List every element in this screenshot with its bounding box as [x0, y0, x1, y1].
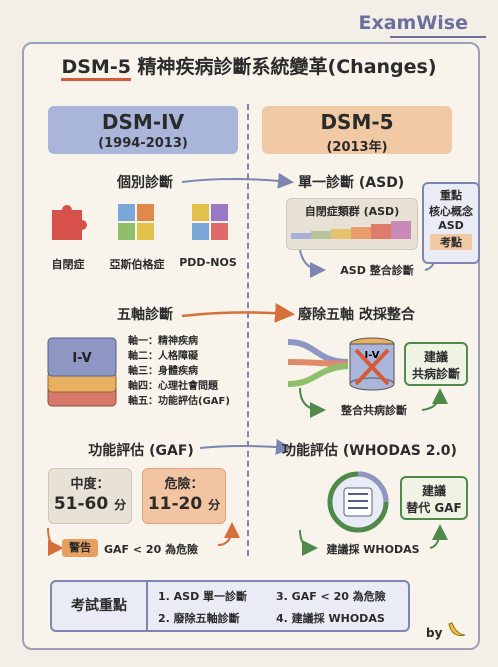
dsm4-years: (1994-2013): [98, 136, 188, 151]
checklist-gauge-icon: [327, 471, 389, 533]
danger-value: 11-20 分: [143, 494, 225, 514]
key-note-3: ASD: [438, 219, 464, 232]
exam-point-4: 4. 建議採 WHODAS: [276, 612, 385, 625]
puzzle-pddnos-icon: [192, 204, 228, 240]
asd-spectrum-box: 自閉症類群 (ASD): [286, 198, 418, 250]
arrow-row2: [181, 302, 295, 323]
db-label: I-V: [365, 350, 380, 361]
axis-list: 軸一：精神疾病 軸二：人格障礙 軸三：身體疾病 軸四：心理社會問題 軸五：功能評…: [128, 334, 230, 409]
item-asperger: 亞斯伯格症: [109, 258, 165, 271]
dsm5-name: DSM-5: [320, 110, 394, 134]
exam-title: 考試重點: [52, 582, 148, 630]
arrow-gaf-right: [217, 522, 240, 546]
single-diagnosis-label: 單一診斷 (ASD): [298, 175, 405, 191]
axis-5: 軸五：功能評估(GAF): [128, 396, 230, 407]
moderate-value: 51-60 分: [49, 494, 131, 514]
recommend-gaf-1: 建議: [421, 484, 446, 498]
arrow-row1: [181, 172, 294, 189]
key-note-4: 考點: [430, 234, 472, 250]
moderate-label: 中度：: [70, 477, 110, 492]
danger-box: 危險： 11-20 分: [142, 468, 226, 524]
arrow-merge-left: [299, 387, 326, 418]
signature-by: by: [426, 626, 443, 640]
asd-spectrum-label: 自閉症類群 (ASD): [304, 205, 400, 218]
exam-point-2: 2. 廢除五軸診斷: [158, 612, 240, 625]
key-note-box: 重點 核心概念 ASD 考點: [422, 182, 480, 264]
axis-4: 軸四：心理社會問題: [128, 381, 218, 392]
dsm4-header: DSM-IV (1994-2013): [48, 106, 238, 154]
danger-label: 危險：: [164, 477, 204, 492]
key-note-2: 核心概念: [429, 205, 473, 218]
abolish-axis-label: 廢除五軸 改採整合: [298, 307, 415, 323]
axis-3: 軸三：身體疾病: [128, 366, 198, 377]
recommend-2: 共病診斷: [411, 367, 460, 381]
dsm5-header: DSM-5 (2013年): [262, 106, 452, 155]
warning-tag: 警告: [62, 539, 98, 557]
dsm4-name: DSM-IV: [101, 110, 185, 134]
axis-1: 軸一：精神疾病: [128, 336, 198, 347]
danger-unit: 分: [208, 498, 221, 512]
title-prefix: DSM-5: [61, 56, 131, 81]
stack-label: I-V: [72, 351, 91, 366]
whodas-label: 功能評估 (WHODAS 2.0): [282, 443, 457, 459]
banana-icon: [448, 622, 466, 636]
merge-database-icon: I-V: [287, 337, 395, 391]
puzzle-asperger-icon: [118, 204, 154, 240]
arrow-asd-merge: [299, 249, 326, 278]
five-axis-label: 五軸診斷: [117, 307, 173, 323]
moderate-unit: 分: [114, 498, 127, 512]
arrow-gaf-warning: [47, 527, 64, 556]
recommend-1: 建議: [423, 350, 448, 364]
arrow-row3: [199, 439, 292, 455]
gaf-label: 功能評估 (GAF): [88, 443, 194, 459]
axis-2: 軸二：人格障礙: [128, 351, 198, 362]
recommend-comorbid-box: 建議 共病診斷: [404, 342, 468, 386]
item-pddnos: PDD-NOS: [179, 256, 237, 269]
danger-range: 11-20: [147, 494, 203, 514]
dsm5-years: (2013年): [326, 140, 388, 155]
arrow-merge-right: [421, 388, 448, 411]
key-note-1: 重點: [440, 189, 462, 202]
title-rest: 精神疾病診斷系統變革(Changes): [137, 56, 437, 78]
axis-stack-icon: I-V: [47, 337, 117, 407]
exam-point-3: 3. GAF < 20 為危險: [276, 590, 386, 603]
center-divider: [247, 104, 249, 556]
exam-summary-box: 考試重點 1. ASD 單一診斷 3. GAF < 20 為危險 2. 廢除五軸…: [50, 580, 410, 632]
brand-logo: ExamWise: [358, 12, 468, 34]
spectrum-bars: [291, 221, 411, 239]
moderate-range: 51-60: [53, 494, 109, 514]
arrow-whodas-left: [299, 529, 318, 556]
adopt-whodas-label: 建議採 WHODAS: [326, 543, 420, 556]
recommend-gaf-2: 替代 GAF: [406, 501, 462, 515]
puzzle-autism-icon: [52, 205, 87, 240]
brand-underline: [390, 36, 486, 38]
arrow-whodas-right: [429, 524, 448, 549]
moderate-box: 中度： 51-60 分: [48, 468, 132, 524]
recommend-gaf-box: 建議 替代 GAF: [400, 476, 468, 520]
individual-diagnosis-label: 個別診斷: [117, 175, 173, 191]
warning-text: GAF < 20 為危險: [104, 543, 199, 556]
exam-point-1: 1. ASD 單一診斷: [158, 590, 248, 603]
asd-merge-label: ASD 整合診斷: [340, 264, 414, 277]
item-autism: 自閉症: [51, 258, 85, 271]
merge-comorbid-label: 整合共病診斷: [341, 404, 407, 417]
page-title: DSM-5 精神疾病診斷系統變革(Changes): [0, 52, 498, 81]
